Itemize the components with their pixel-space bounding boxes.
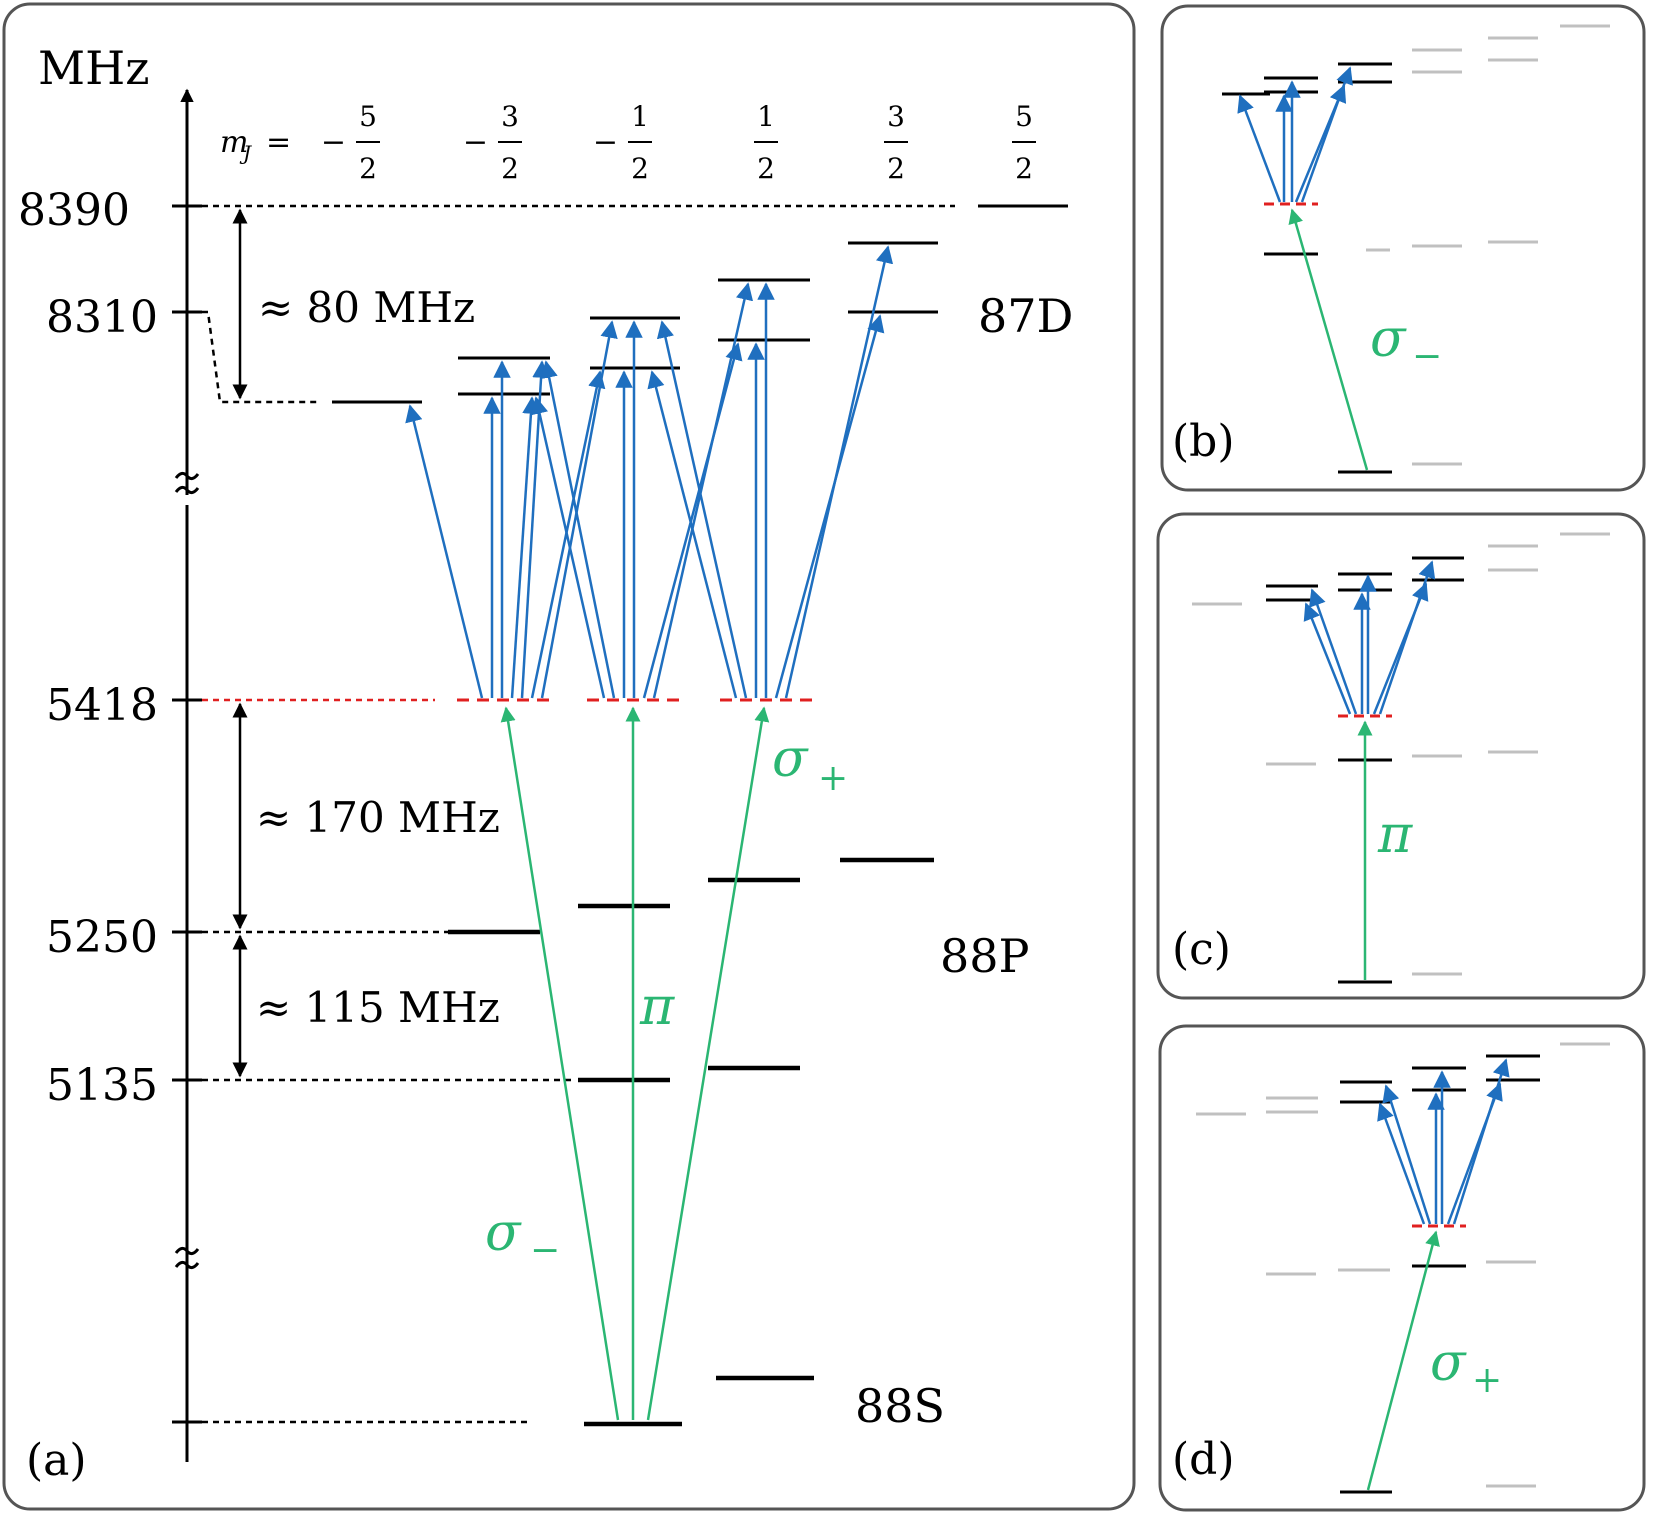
panel-b-frame (1160, 4, 1646, 492)
panel-d-probe (1366, 1230, 1440, 1491)
panel-c-coupling (1303, 560, 1436, 715)
sigma-minus-subscript: − (530, 1230, 560, 1271)
panel-d: σ + (d) (1158, 1024, 1646, 1512)
panel-b-pol-label: σ (1370, 309, 1407, 369)
panel-a: MHz 8390 8310 5418 5250 5135 m J = −52−3… (2, 2, 1136, 1511)
panel-b: σ − (b) (1160, 4, 1646, 492)
probe-transitions (500, 706, 770, 1421)
mj-denominator: 2 (757, 152, 775, 185)
mj-numerator: 5 (359, 100, 377, 133)
panel-b-label: (b) (1172, 416, 1235, 467)
state-label-88S: 88S (855, 1379, 945, 1433)
splitting-label-115: ≈ 115 MHz (256, 983, 500, 1032)
mj-subscript: J (239, 141, 252, 165)
state-label-88P: 88P (940, 929, 1029, 983)
panel-b-probe (1288, 208, 1369, 471)
panel-b-levels (1222, 62, 1392, 474)
tick-label-8390: 8390 (18, 185, 130, 236)
energy-axis (172, 88, 202, 1462)
state-label-87D: 87D (978, 289, 1073, 343)
coupling-transitions (405, 245, 894, 699)
mj-denominator: 2 (887, 152, 905, 185)
panel-c-gray-levels (1192, 532, 1610, 976)
tick-label-5135: 5135 (46, 1060, 158, 1111)
panel-b-pol-subscript: − (1412, 336, 1442, 377)
panel-d-levels (1340, 1054, 1540, 1494)
mj-denominator: 2 (501, 152, 519, 185)
splitting-label-80: ≈ 80 MHz (258, 283, 475, 332)
sigma-plus-subscript: + (818, 758, 848, 799)
mj-numerator: 3 (501, 100, 519, 133)
mj-sign: − (593, 125, 618, 160)
sigma-minus-label: σ (485, 1203, 522, 1263)
mj-symbol: m (220, 125, 248, 160)
panel-d-gray-levels (1196, 1042, 1610, 1488)
levels-88P (448, 857, 934, 1083)
panel-d-coupling (1377, 1058, 1510, 1225)
mj-sign: − (463, 125, 488, 160)
tick-label-5250: 5250 (46, 912, 158, 963)
panel-a-frame (2, 2, 1136, 1511)
mj-denominator: 2 (631, 152, 649, 185)
tick-label-5418: 5418 (46, 680, 158, 731)
panel-c-frame (1156, 512, 1646, 1000)
panel-d-pol-subscript: + (1472, 1360, 1502, 1401)
mj-numerator: 1 (631, 100, 649, 133)
panel-c: π (c) (1156, 512, 1646, 1000)
mj-numerator: 1 (757, 100, 775, 133)
panel-c-pol-label: π (1377, 805, 1413, 865)
panel-c-label: (c) (1172, 924, 1231, 975)
axis-unit-label: MHz (38, 41, 149, 95)
mj-sign: − (321, 125, 346, 160)
mj-denominator: 2 (359, 152, 377, 185)
panel-d-label: (d) (1172, 1434, 1235, 1485)
pi-label: π (639, 977, 675, 1037)
reference-lines (202, 204, 955, 1424)
tick-label-8310: 8310 (46, 292, 158, 343)
sigma-plus-label: σ (772, 729, 809, 789)
panel-d-pol-label: σ (1430, 1333, 1467, 1393)
levels-88S (584, 1375, 814, 1427)
mj-equals: = (266, 125, 291, 160)
splitting-label-170: ≈ 170 MHz (256, 793, 500, 842)
panel-a-label: (a) (26, 1435, 87, 1486)
mj-numerator: 5 (1015, 100, 1033, 133)
panel-d-frame (1158, 1024, 1646, 1512)
mj-denominator: 2 (1015, 152, 1033, 185)
panel-b-gray-levels (1366, 24, 1610, 466)
mj-numerator: 3 (887, 100, 905, 133)
panel-b-coupling (1237, 66, 1353, 203)
mj-labels: m J = (220, 125, 291, 165)
